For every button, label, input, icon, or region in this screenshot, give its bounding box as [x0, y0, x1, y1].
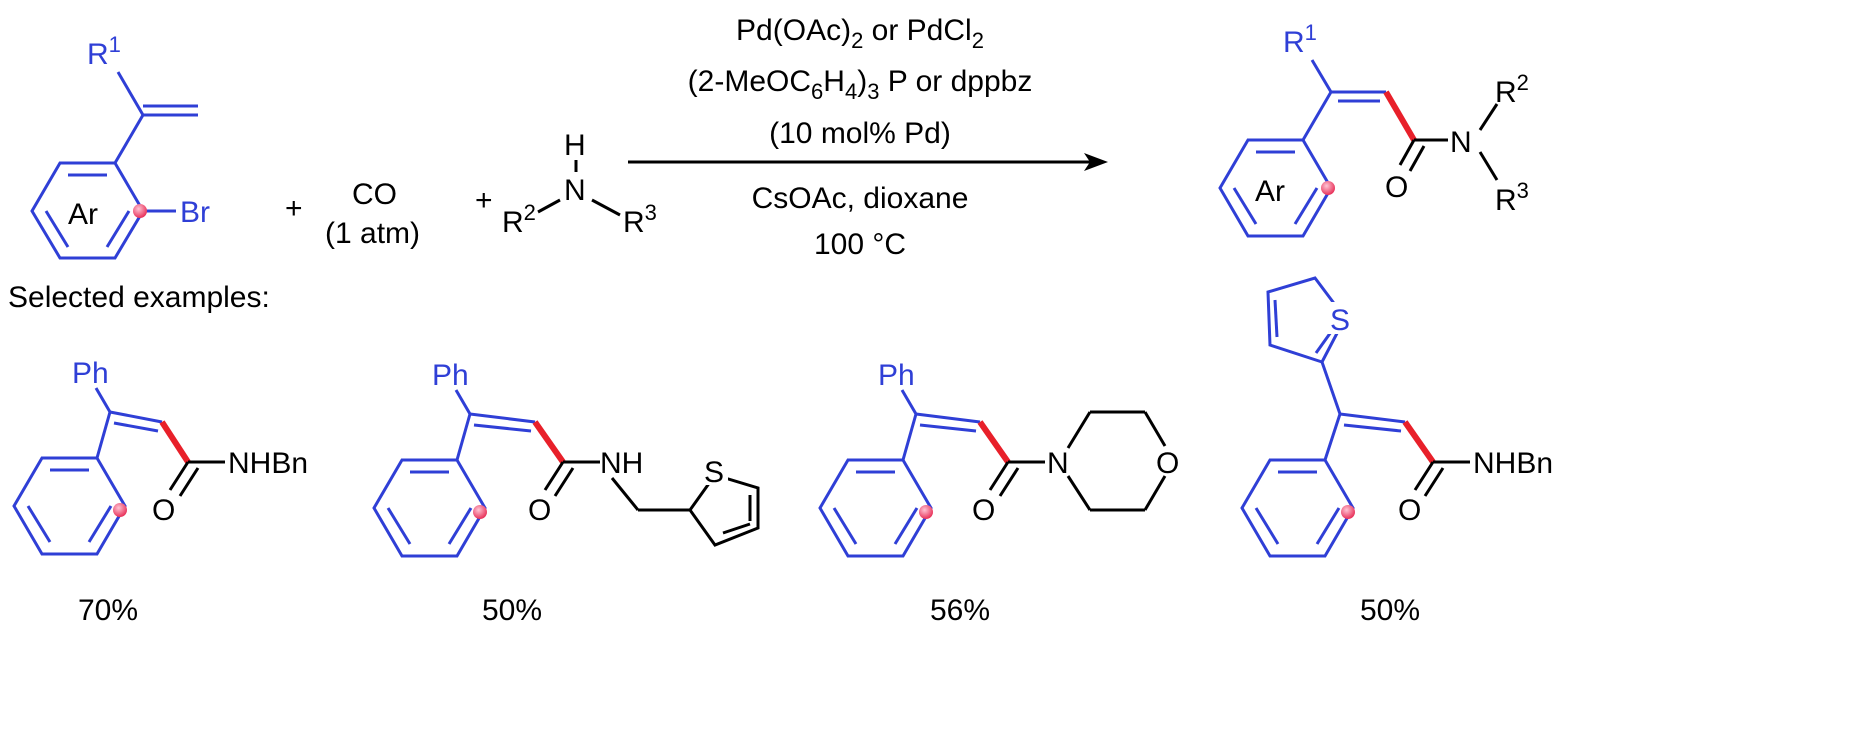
starting-material — [30, 71, 198, 260]
example-3-n-label: N — [1047, 447, 1069, 480]
conditions-below-line-1: CsOAc, dioxane — [752, 182, 969, 215]
product-ar-label: Ar — [1255, 175, 1285, 208]
example-2-amide-label: NH — [600, 447, 643, 480]
example-1-yield: 70% — [78, 594, 138, 627]
example-1-ph-label: Ph — [72, 357, 109, 390]
product-o-label: O — [1385, 171, 1408, 204]
co-label: CO — [352, 178, 397, 211]
example-3-structure — [818, 389, 1167, 558]
product-r2-label: R2 — [1495, 70, 1529, 109]
reactant-br-label: Br — [180, 196, 210, 229]
conditions-line-1: Pd(OAc)2 or PdCl2 — [736, 14, 984, 53]
product-reactive-site-dot — [1321, 181, 1335, 195]
amine-bonds — [537, 160, 621, 217]
example-4-o-label: O — [1398, 494, 1421, 527]
example-3-yield: 56% — [930, 594, 990, 627]
example-3-ring-o-label: O — [1156, 447, 1179, 480]
example-1-amide-label: NHBn — [228, 447, 308, 480]
example-1-structure — [12, 387, 225, 556]
example-1-o-label: O — [152, 494, 175, 527]
example-4-structure — [1240, 276, 1470, 558]
examples-heading: Selected examples: — [8, 281, 270, 314]
example-4-dot — [1341, 505, 1355, 519]
example-4-s-label: S — [1330, 304, 1350, 337]
conditions-line-3: (10 mol% Pd) — [769, 117, 951, 150]
example-2-ph-label: Ph — [432, 359, 469, 392]
amine-n-label: N — [564, 174, 586, 207]
product-r1-label: R1 — [1283, 20, 1317, 59]
example-3-dot — [919, 505, 933, 519]
example-3-o-label: O — [972, 494, 995, 527]
example-2-o-label: O — [528, 494, 551, 527]
example-2-structure — [372, 389, 760, 558]
plus-sign-1: + — [285, 192, 303, 225]
conditions-line-2: (2-MeOC6H4)3 P or dppbz — [688, 65, 1033, 104]
reactant-r1-label: R1 — [87, 32, 121, 71]
amine-h-label: H — [564, 129, 586, 162]
co-pressure-label: (1 atm) — [325, 217, 420, 250]
product-r3-label: R3 — [1495, 178, 1529, 217]
amine-r3-label: R3 — [623, 200, 657, 239]
reactant-ar-label: Ar — [68, 198, 98, 231]
product-structure — [1218, 59, 1499, 238]
example-4-yield: 50% — [1360, 594, 1420, 627]
example-2-dot — [473, 505, 487, 519]
example-4-s-mask — [1326, 302, 1354, 334]
product-n-label: N — [1450, 126, 1472, 159]
example-2-s-mask — [700, 455, 728, 485]
plus-sign-2: + — [475, 184, 493, 217]
reaction-arrow — [628, 153, 1108, 171]
amine-r2-label: R2 — [502, 200, 536, 239]
example-3-ph-label: Ph — [878, 359, 915, 392]
example-2-s-label: S — [704, 456, 724, 489]
reactive-site-dot — [133, 204, 147, 218]
example-1-dot — [113, 503, 127, 517]
example-4-amide-label: NHBn — [1473, 447, 1553, 480]
example-2-yield: 50% — [482, 594, 542, 627]
conditions-below-line-2: 100 °C — [814, 228, 906, 261]
